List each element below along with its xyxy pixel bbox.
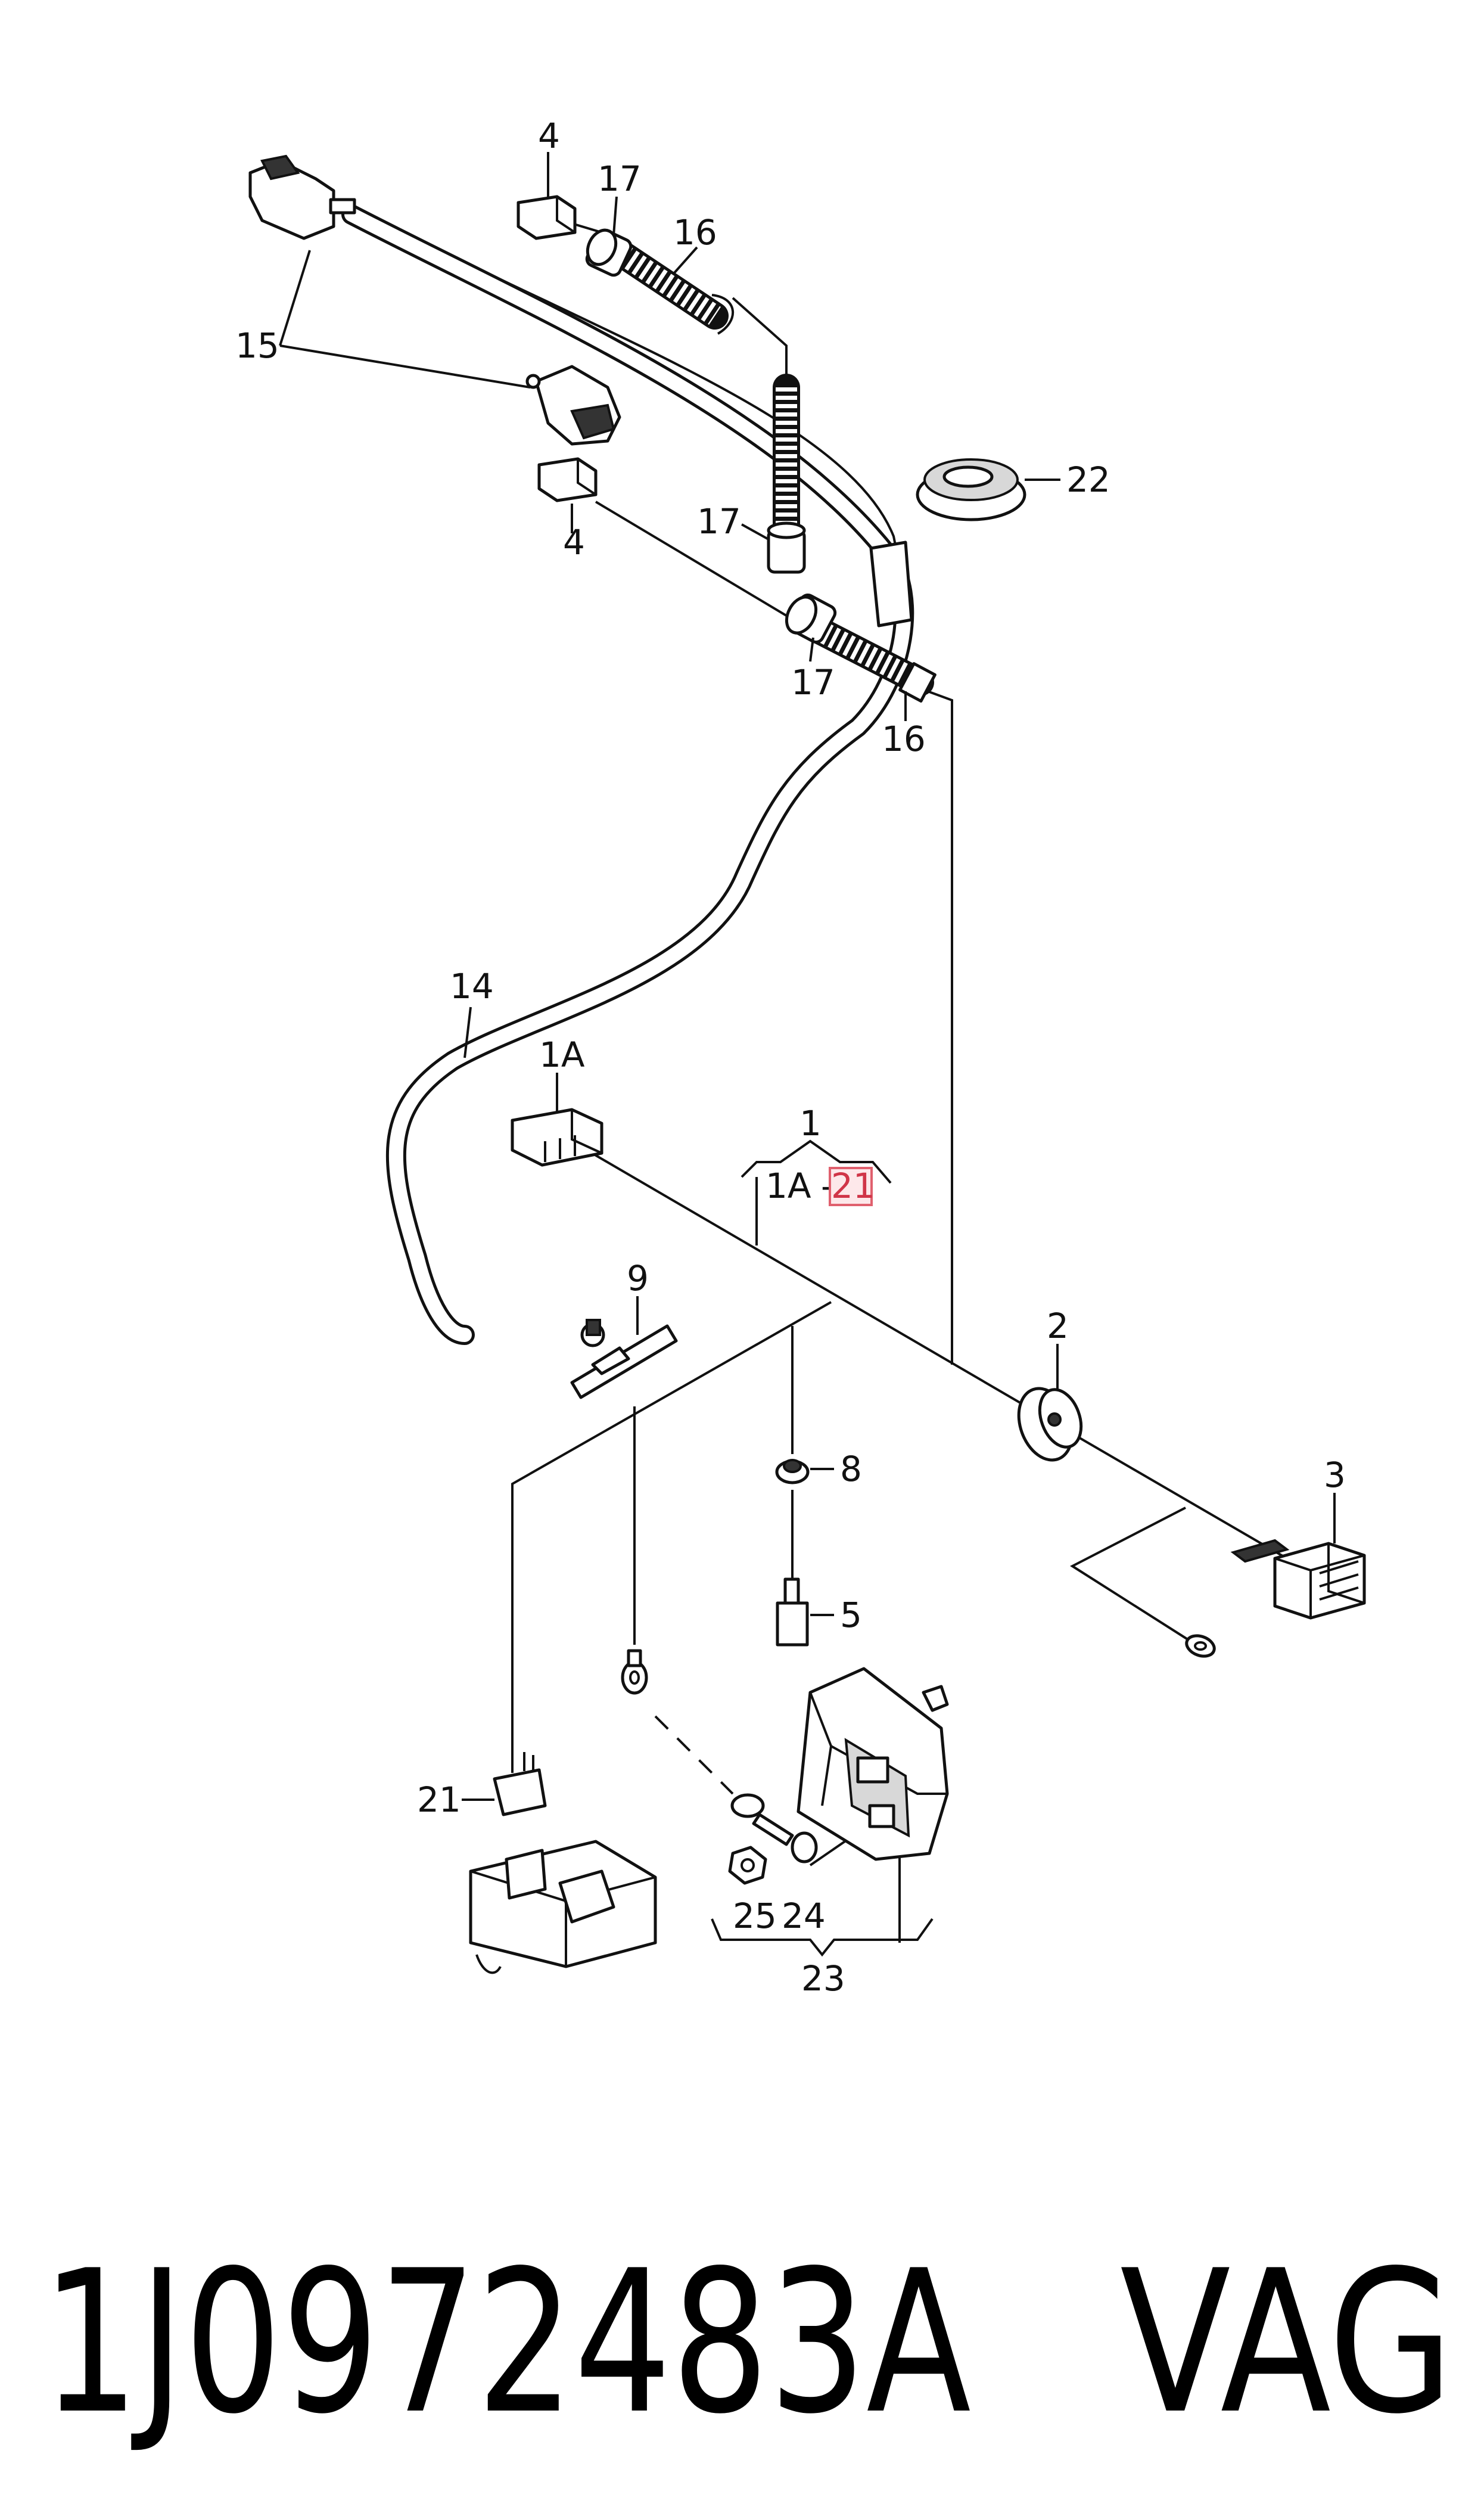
ring-terminal-right [1185,1634,1216,1658]
corrugated-tube-upper [603,237,734,335]
connector-3 [1230,1539,1366,1620]
callout-23: 23 [801,1958,845,1999]
leader-lines [279,152,1336,1957]
washer-jet-upper [248,154,356,240]
tube-cap-top [585,228,633,277]
part-number: 1J0972483A [42,2228,972,2457]
ring-clip-24 [730,1793,818,1863]
tube-cap-middle [767,521,806,574]
grommet-2 [1017,1387,1083,1462]
relay-carrier-23 [797,1667,949,1861]
clip-8 [775,1459,810,1484]
callout-21-highlight [829,1167,873,1206]
callout-labels: 4 17 16 15 22 17 4 17 16 14 1A 1 1A - 21… [235,116,1346,1999]
callout-21: 21 [417,1779,461,1820]
callout-5: 5 [840,1595,862,1635]
grommet-22 [916,458,1026,521]
callout-22: 22 [1066,459,1110,500]
washer-hose [341,204,914,1345]
connector-21 [493,1752,547,1816]
connector-1a [511,1108,603,1167]
callout-3: 3 [1324,1455,1346,1495]
corrugated-tube-lower [797,612,937,703]
connector-4-top [517,195,577,240]
callout-17-top: 17 [598,159,642,199]
callout-1: 1 [799,1103,822,1144]
callout-16-top: 16 [673,212,717,253]
callout-1a-bracket: 1A [766,1166,811,1206]
callout-1a-top: 1A [539,1035,585,1075]
callout-4-middle: 4 [563,522,585,563]
callout-9: 9 [627,1258,649,1299]
callout-2: 2 [1047,1306,1069,1346]
nut-25 [728,1846,767,1885]
control-unit [469,1840,657,1974]
connector-5 [776,1577,809,1647]
callout-17-lower: 17 [791,662,835,703]
connector-4-middle [537,457,598,502]
bracket-9 [570,1319,678,1399]
callout-4-top: 4 [538,116,560,156]
callout-21-highlighted: 21 [831,1166,875,1206]
washer-jet-lower [525,365,621,446]
callout-14: 14 [450,966,494,1007]
wires [357,207,1288,1943]
callout-16-lower: 16 [882,719,926,759]
tube-cap-lower [785,594,837,644]
ring-terminal-left [621,1649,648,1695]
callout-17-middle: 17 [697,501,741,542]
callout-24: 24 [782,1896,826,1936]
brand-name: VAG [1120,2228,1454,2457]
callout-8: 8 [840,1449,862,1489]
callout-25: 25 [733,1896,777,1936]
callout-15: 15 [235,325,279,366]
